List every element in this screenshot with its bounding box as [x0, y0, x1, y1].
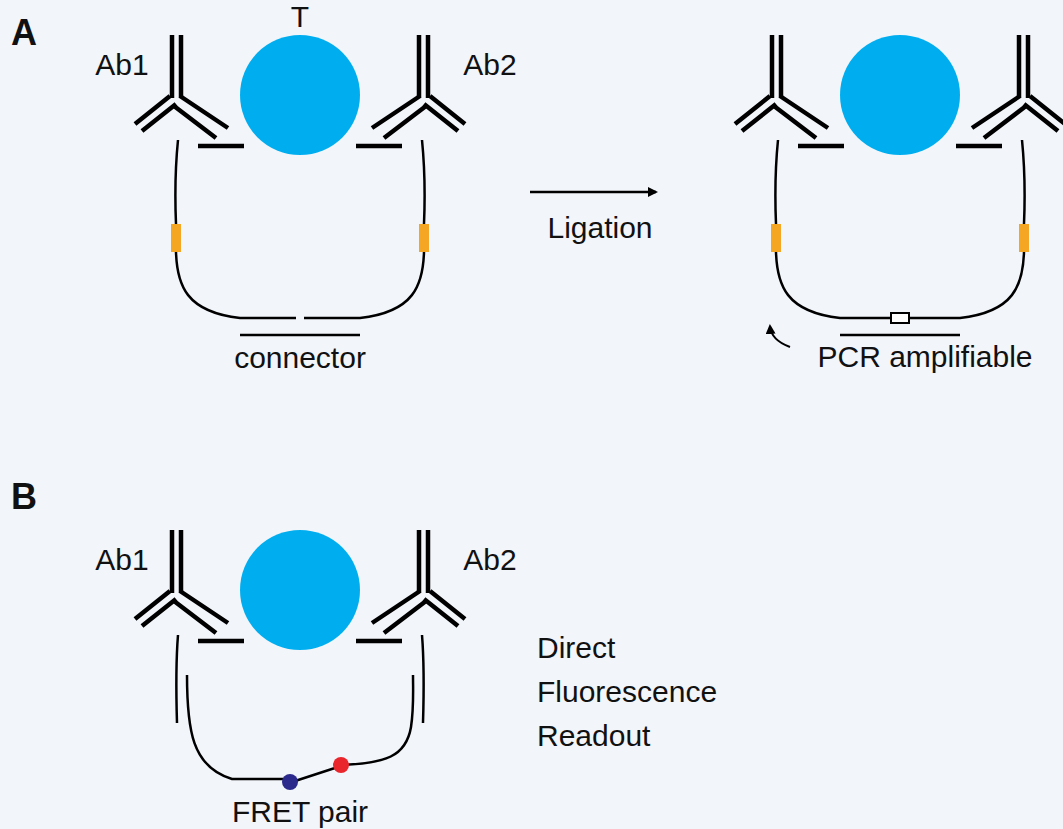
- target-circle: T: [240, 35, 360, 155]
- label: Ligation: [547, 210, 652, 246]
- target-label: T: [291, 0, 309, 34]
- label: Ab1: [95, 47, 148, 83]
- circle-outline: [240, 35, 360, 155]
- panel-b: [135, 530, 465, 790]
- label: PCR amplifiable: [817, 339, 1032, 375]
- panel-a-right: [735, 35, 1063, 335]
- label: Ab2: [463, 47, 516, 83]
- label: Ab2: [463, 542, 516, 578]
- label: A: [11, 15, 37, 51]
- label: B: [11, 479, 37, 515]
- label: FRET pair: [232, 794, 368, 829]
- panel-a-left: [135, 35, 465, 335]
- leader-arrow: [770, 326, 790, 347]
- label: connector: [234, 340, 366, 376]
- ligation-arrow: [530, 191, 656, 194]
- connector-oligo: [240, 334, 360, 337]
- label: Direct Fluorescence Readout: [537, 626, 737, 758]
- label: Ab1: [95, 542, 148, 578]
